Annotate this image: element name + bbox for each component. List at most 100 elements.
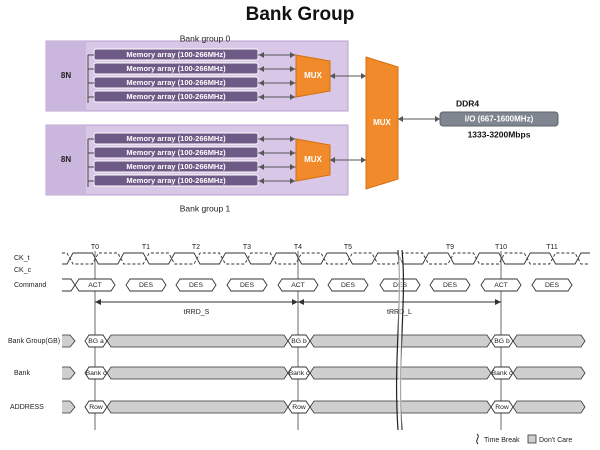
bus-arrowhead: [290, 150, 295, 156]
rate-label: 1333-3200Mbps: [468, 129, 531, 139]
command-cell: [531, 278, 573, 292]
bank-row-value: Bank c: [86, 370, 107, 377]
memory-array-label: Memory array (100-266MHz): [126, 92, 226, 101]
row-label-bank: Bank: [14, 370, 30, 377]
clock-tick-label: T3: [243, 244, 251, 251]
command-label: ACT: [291, 282, 305, 289]
command-cell: [125, 278, 167, 292]
prefetch-label: 8N: [61, 155, 71, 164]
address-row-value: Row: [89, 404, 103, 411]
command-label: ACT: [494, 282, 508, 289]
command-cell: [480, 278, 522, 292]
ddr-label: DDR4: [456, 98, 479, 108]
command-lead: [62, 278, 76, 292]
io-bus-arrowhead: [398, 116, 403, 122]
memory-array-label: Memory array (100-266MHz): [126, 148, 226, 157]
sub-mux-label: MUX: [304, 71, 322, 80]
prefetch-label: 8N: [61, 71, 71, 80]
bus-arrowhead: [290, 178, 295, 184]
bank-row-value: Bank c: [492, 370, 513, 377]
command-cell: [277, 278, 319, 292]
bank-row-lead: [62, 366, 76, 380]
bank-group-row-dont-care-band: [512, 334, 586, 348]
memory-array-label: Memory array (100-266MHz): [126, 50, 226, 59]
bank-group-row-value: BG a: [88, 338, 104, 345]
mux-bus-arrowhead: [361, 157, 366, 163]
bank-row-dont-care-band: [512, 366, 586, 380]
interval-trrd-s-arrow: [95, 299, 101, 305]
row-label-address: ADDRESS: [10, 404, 44, 411]
command-label: DES: [443, 282, 457, 289]
clock-c-label: CK_c: [14, 267, 32, 274]
clock-tick-label: T1: [142, 244, 150, 251]
bus-arrowhead: [259, 52, 264, 58]
address-row-dont-care-band: [106, 400, 289, 414]
clock-c-waveform: [62, 252, 590, 265]
dont-care-swatch: [527, 434, 537, 444]
mux-bus-arrowhead: [361, 73, 366, 79]
command-label: DES: [545, 282, 559, 289]
clock-tick-label: T11: [546, 244, 558, 251]
bus-arrowhead: [259, 66, 264, 72]
bus-arrowhead: [290, 164, 295, 170]
row-label-bank-group: Bank Group(GB): [8, 338, 60, 345]
bank-group-row-value: BG b: [291, 338, 307, 345]
io-bus-arrowhead: [435, 116, 440, 122]
time-break-gap: [398, 250, 402, 430]
command-label: DES: [139, 282, 153, 289]
bus-arrowhead: [259, 164, 264, 170]
mux-bus-arrowhead: [330, 157, 335, 163]
time-break-icon: [476, 433, 479, 445]
interval-trrd-s-label: tRRD_S: [184, 309, 210, 316]
bank-group-side-band: [46, 125, 86, 195]
legend-dont-care-label: Don't Care: [539, 437, 572, 444]
command-cell: [327, 278, 369, 292]
clock-t-waveform: [62, 252, 590, 265]
command-cell: [175, 278, 217, 292]
io-box: [439, 111, 559, 127]
row-label-command: Command: [14, 282, 46, 289]
legend-time-break-label: Time Break: [484, 437, 520, 444]
command-label: DES: [189, 282, 203, 289]
bus-arrowhead: [290, 80, 295, 86]
bank-group-label: Bank group 0: [180, 33, 231, 43]
command-cell: [74, 278, 116, 292]
bus-arrowhead: [290, 136, 295, 142]
page-title: Bank Group: [245, 4, 355, 25]
address-row-value: Row: [292, 404, 306, 411]
bank-group-label: Bank group 1: [180, 203, 231, 213]
memory-array-label: Memory array (100-266MHz): [126, 78, 226, 87]
main-mux: [365, 56, 399, 190]
command-cell: [226, 278, 268, 292]
address-row-value: Row: [495, 404, 509, 411]
memory-array-label: Memory array (100-266MHz): [126, 64, 226, 73]
io-label: I/O (667-1600MHz): [465, 115, 534, 124]
bus-arrowhead: [259, 94, 264, 100]
bus-arrowhead: [259, 80, 264, 86]
bank-group-row-dont-care-band: [106, 334, 289, 348]
interval-trrd-l-arrow: [495, 299, 501, 305]
bank-group-side-band: [46, 41, 86, 111]
bus-arrowhead: [290, 52, 295, 58]
bus-arrowhead: [259, 178, 264, 184]
memory-array-label: Memory array (100-266MHz): [126, 176, 226, 185]
command-label: DES: [341, 282, 355, 289]
bank-group-row-value: BG b: [494, 338, 510, 345]
memory-array-label: Memory array (100-266MHz): [126, 162, 226, 171]
bank-row-dont-care-band: [106, 366, 289, 380]
bus-arrowhead: [259, 136, 264, 142]
clock-tick-label: T0: [91, 244, 99, 251]
bank-group-row-lead: [62, 334, 76, 348]
interval-trrd-s-arrow: [292, 299, 298, 305]
sub-mux: [295, 54, 331, 98]
command-label: DES: [240, 282, 254, 289]
interval-trrd-l-arrow: [298, 299, 304, 305]
bus-arrowhead: [290, 94, 295, 100]
main-mux-label: MUX: [373, 118, 391, 127]
command-label: ACT: [88, 282, 102, 289]
bus-arrowhead: [259, 150, 264, 156]
bank-row-value: Bank c: [289, 370, 310, 377]
clock-tick-label: T2: [192, 244, 200, 251]
memory-array-label: Memory array (100-266MHz): [126, 134, 226, 143]
